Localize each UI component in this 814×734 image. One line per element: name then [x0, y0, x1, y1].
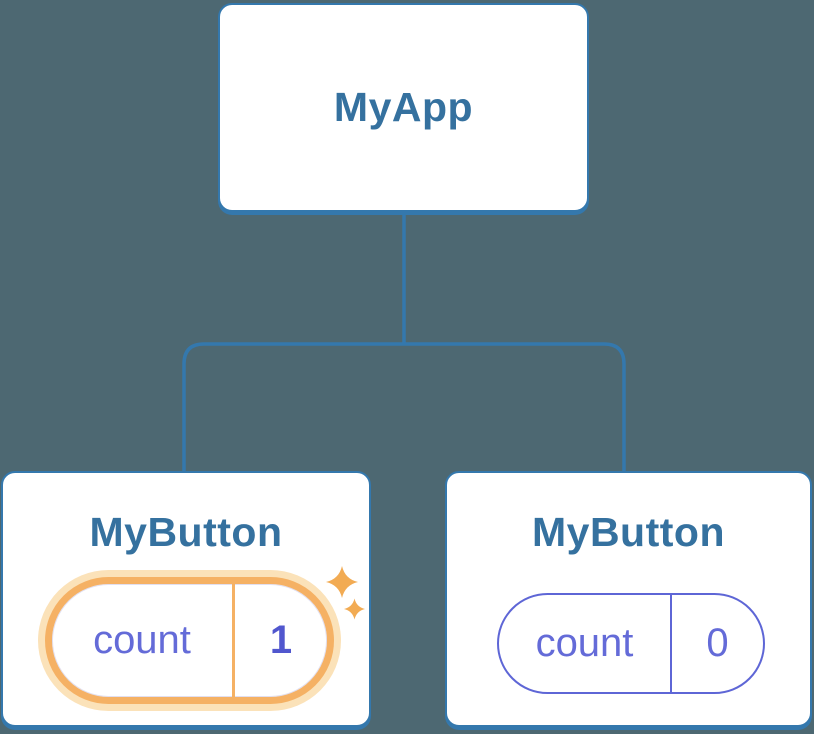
- node-mybutton-highlighted: MyButton count 1: [1, 471, 371, 727]
- state-value: 1: [269, 618, 293, 662]
- state-value: 0: [706, 621, 729, 665]
- node-mybutton-plain: MyButton count 0: [445, 471, 812, 727]
- state-pill-divider: [670, 595, 672, 692]
- node-mybutton-highlighted-label: MyButton: [89, 509, 283, 555]
- node-myapp: MyApp: [218, 3, 589, 212]
- node-mybutton-plain-label: MyButton: [531, 509, 725, 555]
- state-key-label: count: [93, 618, 191, 662]
- sparkle-large-icon: [326, 566, 358, 598]
- state-pill-plain: count 0: [497, 593, 765, 694]
- state-pill-highlighted: count 1: [45, 577, 334, 704]
- node-myapp-label: MyApp: [333, 84, 474, 130]
- state-key-label: count: [535, 621, 634, 665]
- sparkle-small-icon: [344, 598, 365, 620]
- state-pill-divider: [232, 584, 235, 697]
- connector-branch-bracket: [182, 342, 626, 471]
